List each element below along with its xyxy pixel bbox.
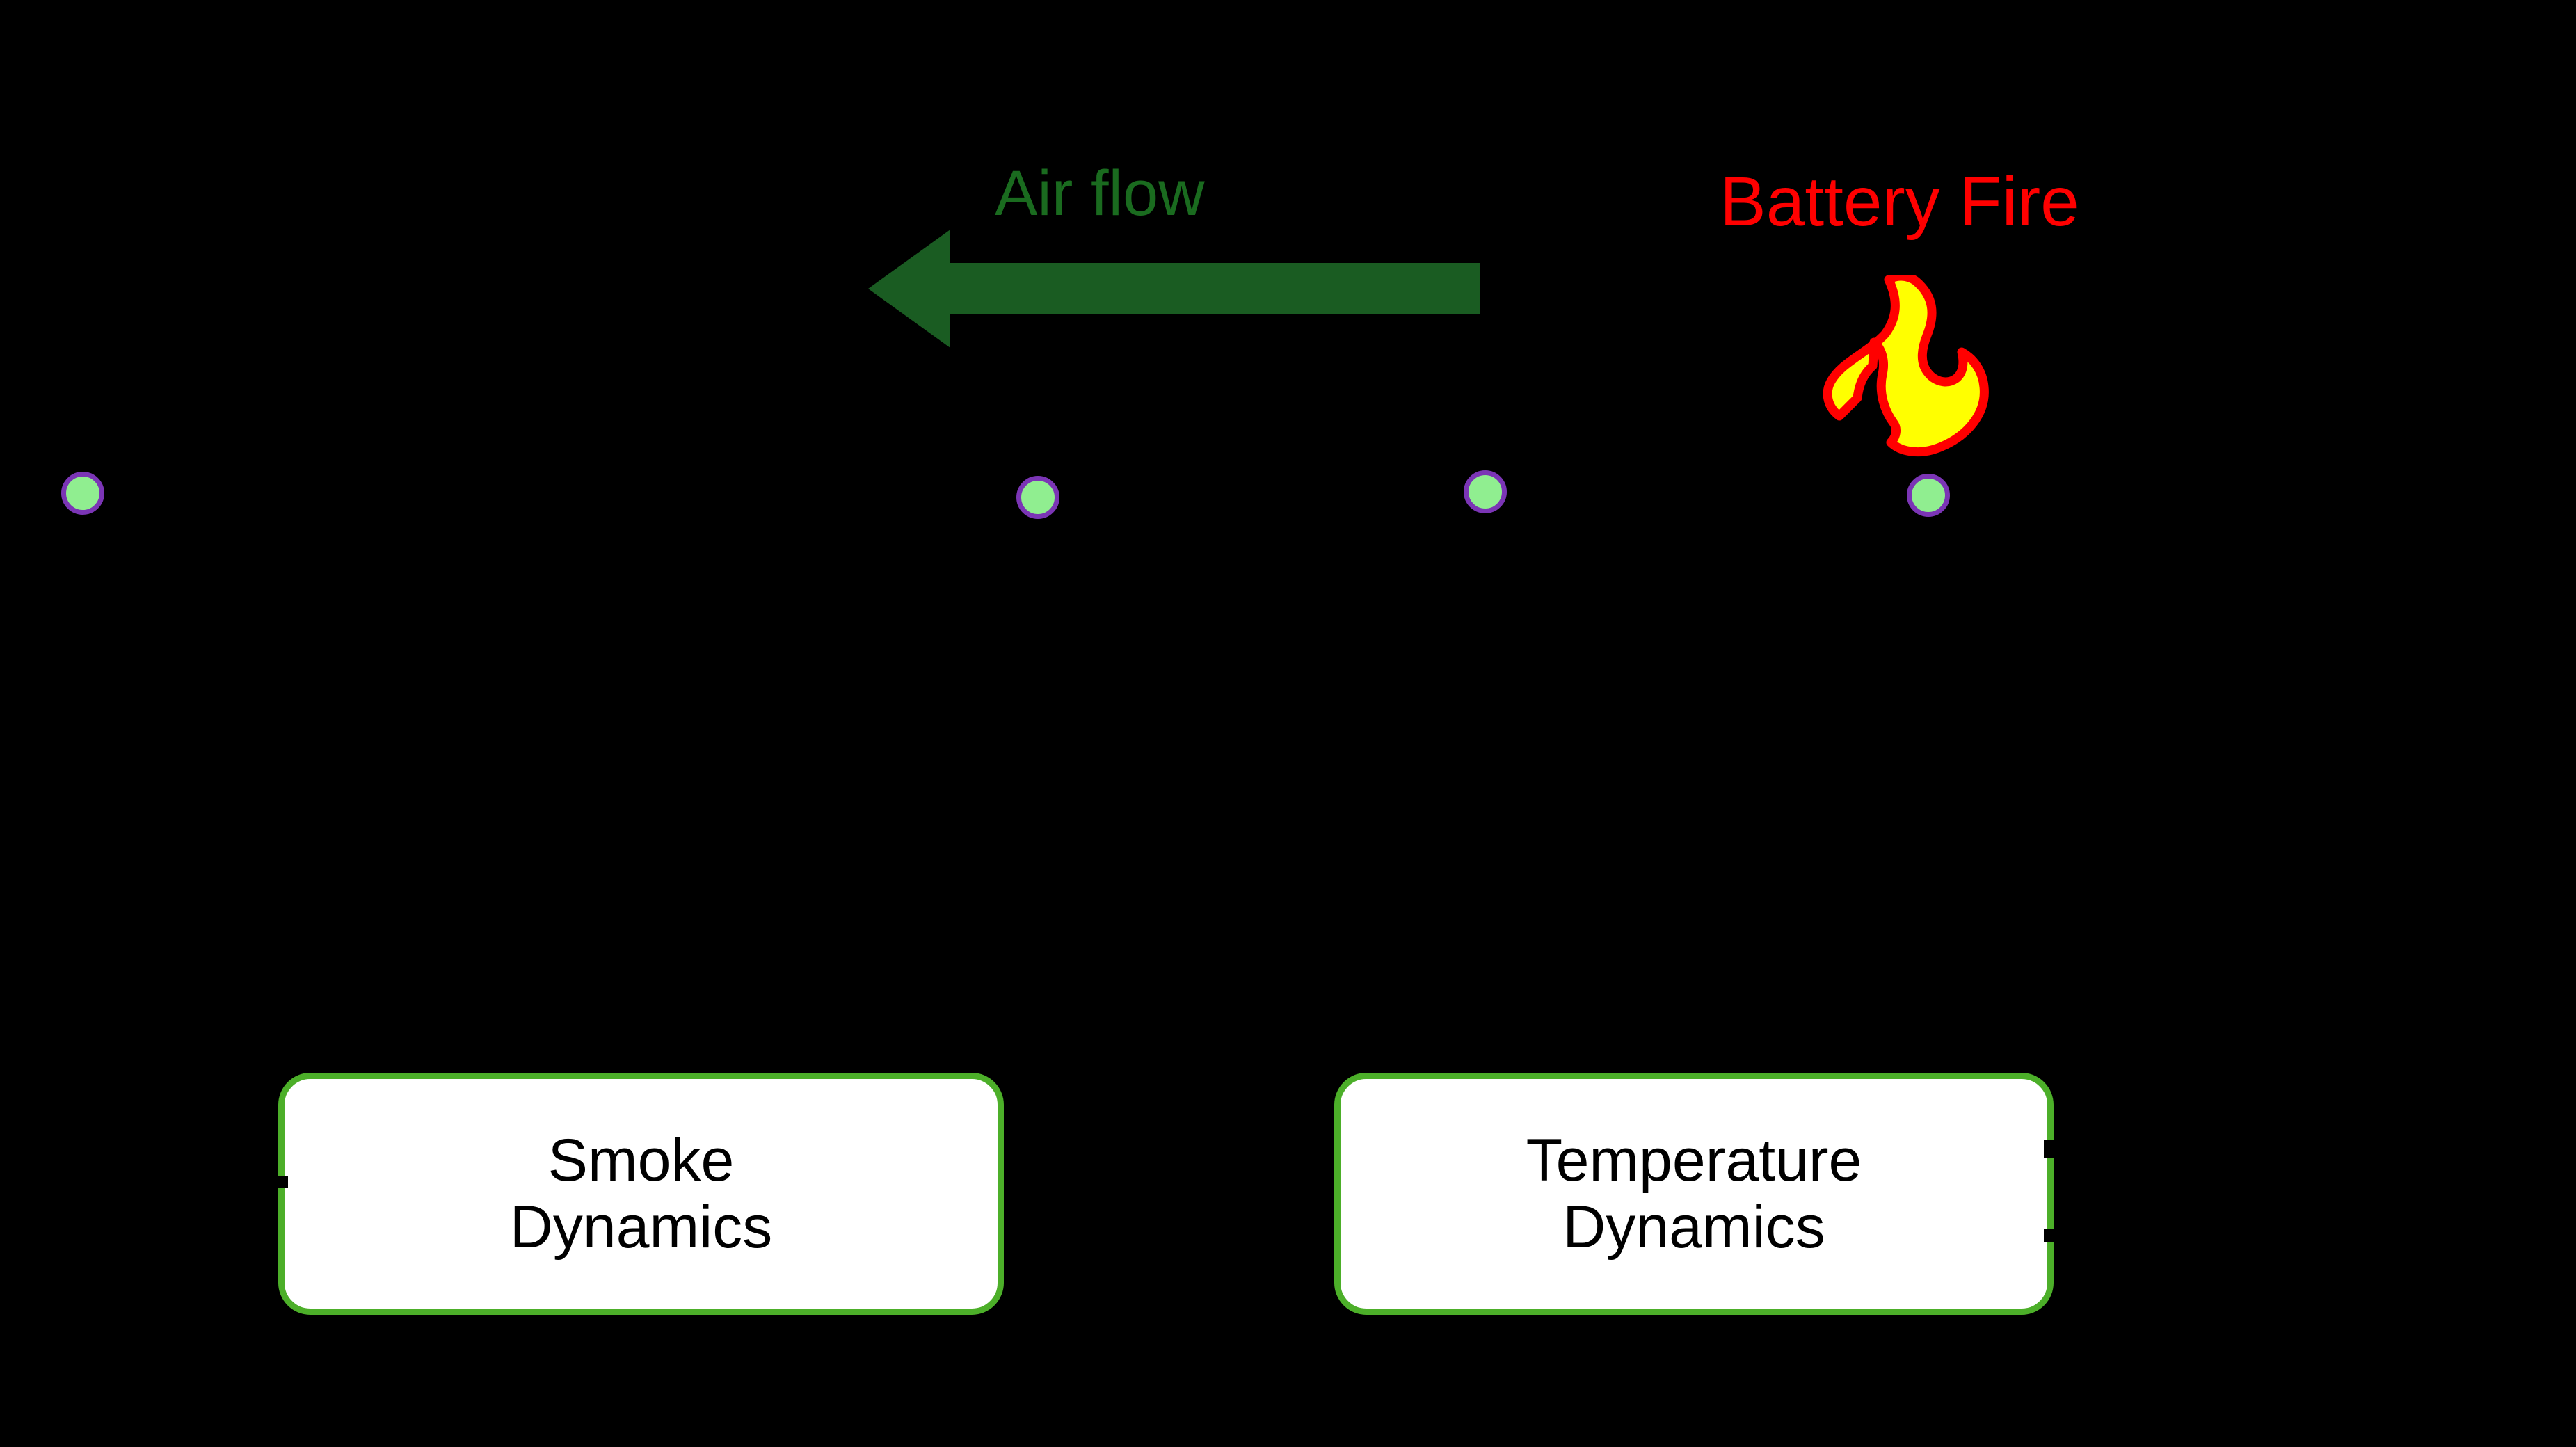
battery-fire-label: Battery Fire bbox=[1720, 163, 2079, 241]
air-flow-label: Air flow bbox=[995, 158, 1205, 229]
smoke-dynamics-line-2: Dynamics bbox=[509, 1194, 773, 1261]
smoke-dynamics-block[interactable]: Smoke Dynamics bbox=[278, 1073, 1004, 1315]
flame-icon bbox=[1818, 271, 2008, 458]
sensor-node-icon[interactable] bbox=[1907, 474, 1950, 517]
temperature-block-outbound-connector-top bbox=[2044, 1140, 2059, 1158]
temperature-dynamics-line-2: Dynamics bbox=[1562, 1194, 1825, 1261]
left-arrow-icon bbox=[868, 230, 1480, 348]
sensor-node-icon[interactable] bbox=[1464, 470, 1507, 513]
air-flow-arrow-icon bbox=[868, 230, 1480, 348]
sensor-node-icon[interactable] bbox=[61, 472, 104, 515]
smoke-dynamics-line-1: Smoke bbox=[547, 1126, 735, 1194]
temperature-dynamics-line-1: Temperature bbox=[1526, 1126, 1862, 1194]
smoke-block-inbound-connector bbox=[275, 1176, 288, 1188]
sensor-node-icon[interactable] bbox=[1016, 476, 1059, 519]
temperature-dynamics-block[interactable]: Temperature Dynamics bbox=[1334, 1073, 2054, 1315]
temperature-block-outbound-connector-bottom bbox=[2044, 1229, 2059, 1242]
